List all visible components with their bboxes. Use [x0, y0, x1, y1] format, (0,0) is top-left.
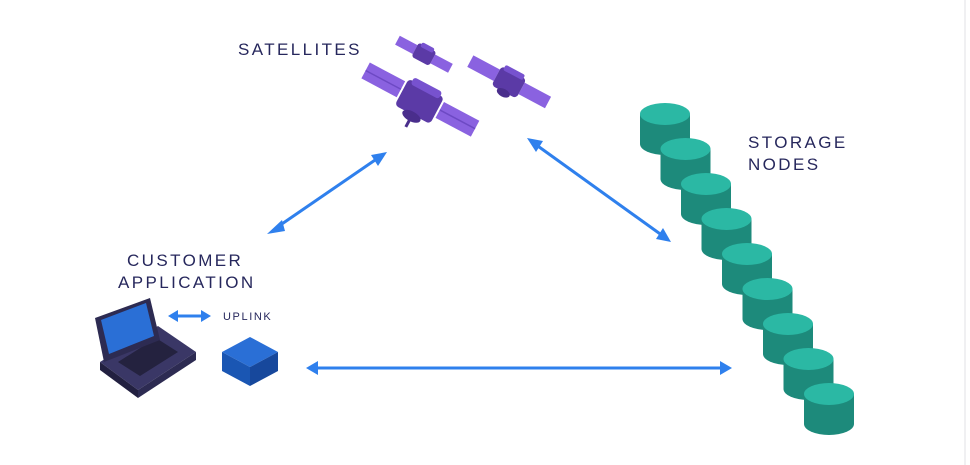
- laptop-icon: [95, 298, 196, 398]
- satellite-icon: [361, 62, 480, 137]
- arrow-laptop-to-uplink: [168, 310, 211, 322]
- satellites-label: SATELLITES: [238, 40, 362, 59]
- frame-edge: [964, 0, 966, 465]
- storage-label-line1: STORAGE: [748, 133, 848, 152]
- arrow-customer-to-storage: [306, 361, 732, 375]
- customer-label-line2: APPLICATION: [118, 273, 256, 292]
- satellite-icon: [467, 55, 552, 109]
- storage-nodes-stack: [640, 103, 854, 435]
- satellite-icon: [395, 35, 453, 73]
- database-icon: [804, 383, 854, 435]
- arrow-satellites-to-storage: [527, 138, 671, 242]
- customer-label-line1: CUSTOMER: [127, 251, 243, 270]
- arrow-customer-to-satellites: [267, 152, 387, 234]
- uplink-box-icon: [222, 337, 278, 386]
- storage-label-line2: NODES: [748, 155, 820, 174]
- uplink-label: UPLINK: [223, 311, 272, 323]
